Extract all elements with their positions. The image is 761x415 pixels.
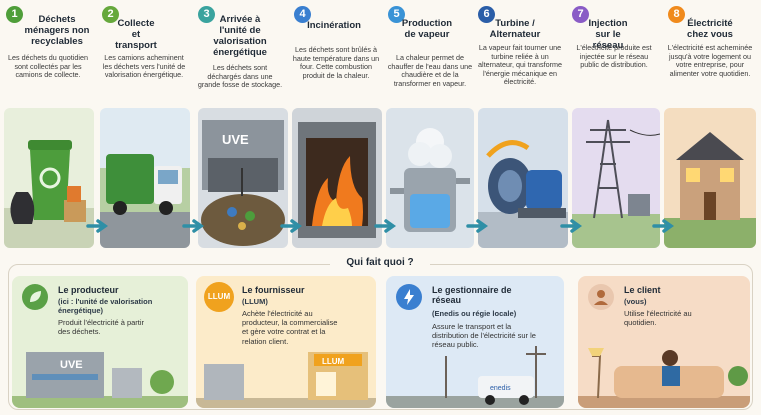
arrow-right-icon — [86, 219, 109, 233]
llum-badge: LLUM — [204, 282, 234, 312]
arrow-right-icon — [560, 219, 583, 233]
lightning-icon — [396, 284, 422, 310]
step-1: 1 Déchets ménagers non recyclables Les d… — [2, 4, 94, 107]
step-description: Les déchets sont déchargés dans une gran… — [197, 63, 283, 90]
card-title: Le producteur — [58, 285, 119, 295]
arrow-right-icon — [182, 219, 205, 233]
arrow-right-icon — [466, 219, 489, 233]
scene-uve-pit: UVE — [198, 108, 288, 248]
step-7: 7 Injection sur le réseau L'électricité … — [568, 4, 660, 107]
card-description: Produit l'électricité à partir des déche… — [58, 318, 145, 337]
card-subtitle: (LLUM) — [242, 297, 268, 306]
step-number: 8 — [668, 6, 685, 23]
boiler-illustration — [386, 108, 474, 248]
arrow-right-icon — [652, 219, 675, 233]
supplier-building-illustration: LLUM — [196, 352, 376, 408]
house-illustration — [664, 108, 756, 248]
scene-turbine — [478, 108, 568, 248]
step-title: Production de vapeur — [401, 18, 453, 40]
uve-sign: UVE — [222, 132, 249, 147]
scene-incineration — [292, 108, 382, 248]
turbine-illustration — [478, 108, 568, 248]
step-5: 5 Production de vapeur La chaleur permet… — [384, 4, 476, 107]
step-description: L'électricité est acheminée jusqu'à votr… — [667, 43, 753, 78]
arrow-right-icon — [280, 219, 303, 233]
step-number: 1 — [6, 6, 23, 23]
card-description: Achète l'électricité au producteur, la c… — [242, 309, 338, 346]
person-icon — [588, 284, 614, 310]
step-number: 3 — [198, 6, 215, 23]
step-8: 8 Électricité chez vous L'électricité es… — [664, 4, 756, 107]
scene-steam — [386, 108, 474, 248]
grid-van-illustration: enedis — [386, 346, 564, 408]
step-description: Les camions acheminent les déchets vers … — [102, 53, 186, 80]
step-number: 4 — [294, 6, 311, 23]
step-description: L'électricité produite est injectée sur … — [576, 43, 652, 70]
step-title: Électricité chez vous — [687, 18, 733, 40]
uve-illustration: UVE — [198, 108, 288, 248]
card-client: Le client (vous) Utilise l'électricité a… — [578, 276, 750, 408]
step-title: Incinération — [307, 20, 361, 31]
step-number: 7 — [572, 6, 589, 23]
step-6: 6 Turbine / Alternateur La vapeur fait t… — [474, 4, 566, 107]
card-description: Utilise l'électricité au quotidien. — [624, 309, 692, 328]
leaf-icon — [22, 284, 48, 310]
truck-illustration — [100, 108, 190, 248]
step-title: Injection sur le réseau — [588, 18, 628, 51]
waste-bin-illustration — [4, 108, 94, 248]
step-description: La vapeur fait tourner une turbine relié… — [478, 43, 562, 87]
uve-building-illustration: UVE — [12, 352, 188, 408]
arrow-right-icon — [374, 219, 397, 233]
step-number: 6 — [478, 6, 495, 23]
card-description: Assure le transport et la distribution d… — [432, 322, 536, 350]
step-description: Les déchets du quotidien sont collectés … — [8, 53, 88, 80]
step-title: Déchets ménagers non recyclables — [24, 14, 90, 47]
furnace-illustration — [292, 108, 382, 248]
step-2: 2 Collecte et transport Les camions ache… — [98, 4, 190, 107]
step-number: 2 — [102, 6, 119, 23]
scene-home — [664, 108, 756, 248]
card-title: Le gestionnaire de réseau — [432, 285, 512, 305]
llum-sign: LLUM — [322, 357, 345, 366]
step-4: 4 Incinération Les déchets sont brûlés à… — [290, 4, 382, 107]
llum-badge-text: LLUM — [207, 292, 231, 301]
scene-collection-truck — [100, 108, 190, 248]
uve-label: UVE — [60, 359, 83, 371]
card-supplier: LLUM Le fournisseur (LLUM) Achète l'élec… — [196, 276, 376, 408]
step-3: 3 Arrivée à l'unité de valorisation éner… — [194, 4, 286, 107]
scene-grid — [572, 108, 660, 248]
step-title: Arrivée à l'unité de valorisation énergé… — [213, 14, 267, 58]
card-title: Le fournisseur — [242, 285, 305, 295]
step-number: 5 — [388, 6, 405, 23]
card-producer: Le producteur (ici : l'unité de valorisa… — [12, 276, 188, 408]
scene-waste-bins — [4, 108, 94, 248]
card-subtitle: (vous) — [624, 297, 647, 306]
van-brand: enedis — [490, 385, 511, 392]
card-title: Le client — [624, 285, 661, 295]
roles-title: Qui fait quoi ? — [330, 257, 430, 268]
pylon-illustration — [572, 108, 660, 248]
step-description: Les déchets sont brûlés à haute températ… — [292, 45, 380, 80]
card-subtitle: (ici : l'unité de valorisation énergétiq… — [58, 297, 153, 315]
card-grid-operator: Le gestionnaire de réseau (Enedis ou rég… — [386, 276, 564, 408]
step-description: La chaleur permet de chauffer de l'eau d… — [387, 53, 473, 88]
step-title: Turbine / Alternateur — [489, 18, 541, 40]
card-subtitle: (Enedis ou régie locale) — [432, 309, 517, 318]
living-room-illustration — [578, 348, 750, 408]
step-title: Collecte et transport — [115, 18, 157, 51]
